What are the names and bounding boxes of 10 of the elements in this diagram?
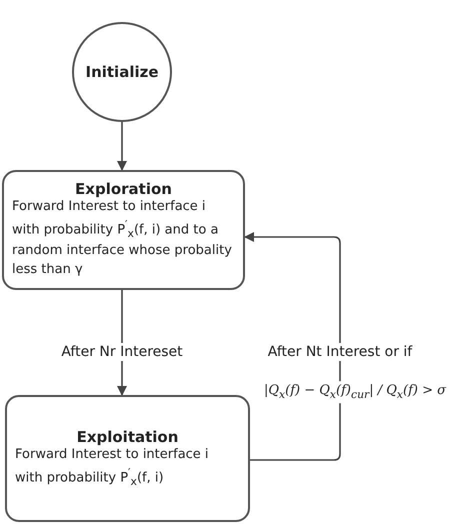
node-description: Forward Interest to interface i with probability P$^{′}$$_{x}$(f, i) and to a random interface whose probality less than γ (12, 198, 233, 279)
process-box (5, 395, 250, 522)
arrow (244, 232, 341, 461)
node-title: Exploitation (76, 428, 178, 446)
node-title: Initialize (85, 63, 159, 81)
edge-label: After Nt Interest or if (264, 343, 416, 361)
node-description: Forward Interest to interface i with probability P$^{′}$$_{x}$(f, i) (15, 446, 210, 490)
process-box (2, 170, 245, 290)
node-title: Exploration (75, 180, 172, 198)
arrow (117, 122, 127, 171)
